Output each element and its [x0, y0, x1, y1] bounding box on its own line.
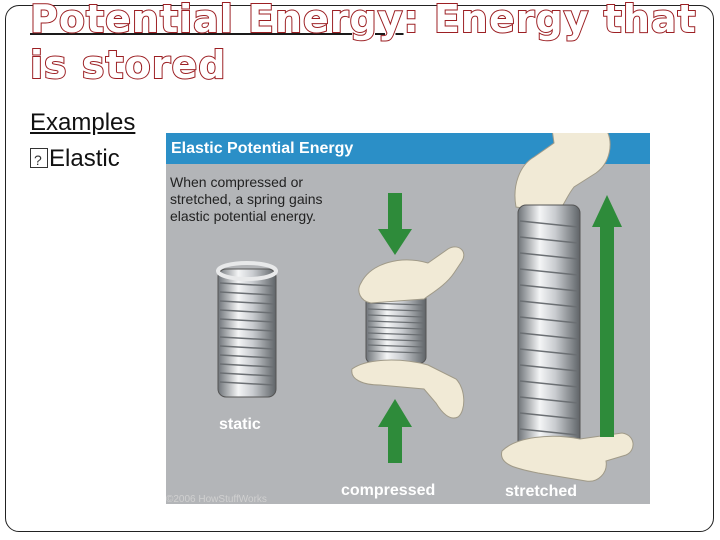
title-underlined-term: Potential Energy	[29, 0, 404, 42]
compressed-label: compressed	[341, 482, 436, 499]
bullet-text: Elastic	[49, 145, 120, 172]
spring-illustration	[216, 133, 634, 482]
top-hand-icon	[358, 246, 465, 304]
static-spring-icon	[216, 261, 278, 398]
figure-title: Elastic Potential Energy	[171, 140, 354, 157]
copyright-text: ©2006 HowStuffWorks	[166, 494, 267, 504]
slide-frame	[5, 5, 714, 532]
missing-glyph-bullet-icon	[30, 145, 48, 175]
bullet-item-elastic: Elastic	[30, 144, 135, 175]
title-rest: : Energy that is stored	[29, 0, 697, 88]
compressed-arrow-up-icon	[378, 399, 412, 463]
compressed-spring-icon	[365, 292, 427, 364]
upper-hand-icon	[514, 133, 611, 214]
figure-caption: When compressed or stretched, a spring g…	[170, 174, 323, 224]
static-label: static	[219, 416, 261, 433]
elastic-energy-figure: Elastic Potential Energy When compressed…	[166, 133, 650, 504]
stretched-arrow-up-icon	[592, 195, 622, 437]
lower-hand-icon	[501, 432, 634, 482]
slide-body: Examples Elastic	[30, 108, 136, 175]
bottom-hand-icon	[351, 359, 465, 419]
examples-label: Examples	[30, 109, 136, 136]
compressed-arrow-down-icon	[378, 193, 412, 255]
stretched-spring-icon	[517, 204, 581, 456]
slide-title: Potential Energy: Energy that is stored	[29, 0, 720, 88]
stretched-label: stretched	[505, 483, 578, 500]
